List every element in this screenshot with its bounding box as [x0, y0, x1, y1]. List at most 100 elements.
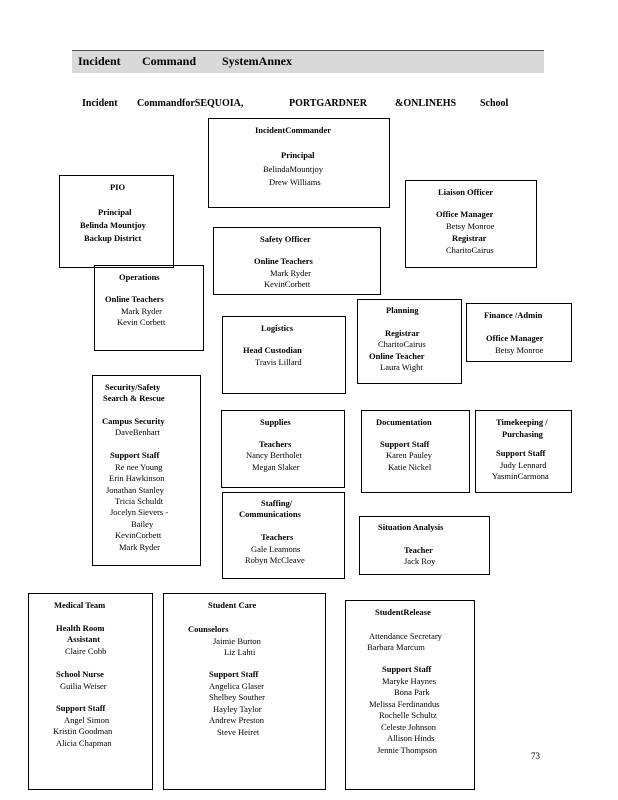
subtitle-part: School — [480, 98, 509, 109]
person-name: Judy Lennard — [500, 460, 547, 470]
security-safety-box: Security/Safety Search & Rescue Campus S… — [92, 375, 201, 566]
role-label: Attendance Secretary — [369, 631, 442, 641]
box-title: Supplies — [260, 417, 291, 427]
person-name: DaveBenhart — [115, 427, 160, 437]
box-title: Situation Analysis — [378, 522, 444, 532]
person-name: Laura Wight — [380, 362, 423, 372]
role-label: Counselors — [188, 624, 229, 634]
pio-box: PIO Principal Belinda Mountjoy Backup Di… — [59, 175, 174, 268]
box-title: StudentRelease — [375, 607, 431, 617]
staff-name: Jonathan Stanley — [106, 485, 164, 495]
box-title: Student Care — [208, 600, 257, 610]
box-title: Safety Officer — [260, 234, 311, 244]
person-name: Mark Ryder — [270, 268, 311, 278]
box-title: PIO — [110, 182, 126, 192]
person-name: Barbara Marcum — [367, 642, 425, 652]
person-name: Betsy Monroe — [495, 345, 544, 355]
person-name: Kevin Corbett — [117, 317, 166, 327]
subtitle-part: &ONLINEHS — [395, 98, 457, 109]
staff-name: Bailey — [131, 519, 154, 529]
person-name: Katie Nickel — [388, 462, 432, 472]
role-label: Support Staff — [209, 669, 259, 679]
header-bar: Incident Command SystemAnnex — [72, 50, 544, 73]
role-label: Registrar — [452, 233, 487, 243]
box-title: IncidentCommander — [255, 125, 332, 135]
header-word-system-annex: SystemAnnex — [222, 54, 293, 68]
staff-name: Alicia Chapman — [56, 738, 112, 748]
supplies-box: Supplies Teachers Nancy Bertholet Megan … — [221, 410, 345, 488]
role-label: Assistant — [67, 634, 101, 644]
staff-name: Angel Simon — [64, 715, 110, 725]
staff-name: Andrew Preston — [209, 715, 265, 725]
student-release-box: StudentRelease Attendance Secretary Barb… — [345, 600, 475, 790]
box-title: Liaison Officer — [438, 187, 494, 197]
situation-analysis-box: Situation Analysis Teacher Jack Roy — [359, 516, 490, 575]
person-name: Belinda Mountjoy — [80, 220, 146, 230]
staff-name: Re nee Young — [115, 462, 163, 472]
box-title: Search & Rescue — [103, 393, 165, 403]
box-title: Timekeeping / — [496, 417, 548, 427]
person-name: Karen Pauley — [386, 450, 433, 460]
box-title: Communications — [239, 509, 301, 519]
timekeeping-purchasing-box: Timekeeping / Purchasing Support Staff J… — [475, 410, 572, 493]
staff-name: Erin Hawkinson — [109, 473, 165, 483]
page-number: 73 — [531, 751, 540, 761]
person-name: BelindaMountjoy — [263, 164, 323, 174]
role-label: Campus Security — [102, 416, 165, 426]
staff-name: Allison Hinds — [387, 733, 435, 743]
staff-name: Maryke Haynes — [382, 676, 437, 686]
person-name: Jack Roy — [404, 556, 436, 566]
role-label: School Nurse — [56, 669, 104, 679]
person-name: Nancy Bertholet — [246, 450, 302, 460]
staff-name: Hayley Taylor — [213, 704, 262, 714]
role-label: Support Staff — [56, 703, 106, 713]
box-title: Operations — [119, 272, 160, 282]
staff-name: Kristin Goodman — [53, 726, 113, 736]
staff-name: Steve Heiret — [217, 727, 260, 737]
box-title: Logistics — [261, 323, 294, 333]
staff-name: Melissa Ferdinandus — [369, 699, 440, 709]
staff-name: Rochelle Schultz — [379, 710, 437, 720]
person-name: Megan Slaker — [252, 462, 300, 472]
box-title: Finance /Admin — [484, 310, 543, 320]
person-name: KevinCorbett — [264, 279, 311, 289]
student-care-box: Student Care Counselors Jaimie Burton Li… — [163, 593, 326, 790]
person-name: Backup District — [84, 233, 142, 243]
documentation-box: Documentation Support Staff Karen Pauley… — [361, 410, 470, 493]
liaison-officer-box: Liaison Officer Office Manager Betsy Mon… — [405, 180, 537, 268]
subtitle-part: PORTGARDNER — [289, 98, 367, 109]
staff-name: Shelbey Souther — [209, 692, 265, 702]
role-label: Office Manager — [486, 333, 544, 343]
role-label: Office Manager — [436, 209, 494, 219]
role-label: Support Staff — [382, 664, 432, 674]
staff-name: Bona Park — [394, 687, 430, 697]
staff-name: Jennie Thompson — [377, 745, 438, 755]
role-label: Support Staff — [110, 450, 160, 460]
staff-name: Angelica Glaser — [209, 681, 264, 691]
box-title: Staffing/ — [261, 498, 293, 508]
operations-box: Operations Online Teachers Mark Ryder Ke… — [94, 265, 204, 351]
role-label: Online Teachers — [254, 256, 313, 266]
role-label: Support Staff — [496, 448, 546, 458]
person-name: Guilia Weiser — [60, 681, 107, 691]
header-word-command: Command — [142, 54, 197, 68]
person-name: Liz Lahti — [224, 647, 256, 657]
staff-name: Mark Ryder — [119, 542, 160, 552]
role-label: Support Staff — [380, 439, 430, 449]
role-label: Head Custodian — [243, 345, 302, 355]
box-title: Planning — [386, 305, 419, 315]
person-name: CharitoCairus — [378, 339, 426, 349]
role-label: Online Teacher — [369, 351, 425, 361]
medical-team-box: Medical Team Health Room Assistant Clair… — [28, 593, 153, 790]
staff-name: Tricia Schuldt — [115, 496, 164, 506]
safety-officer-box: Safety Officer Online Teachers Mark Ryde… — [213, 227, 381, 295]
role-label: Principal — [281, 150, 315, 160]
header-word-incident: Incident — [78, 54, 121, 68]
person-name: Robyn McCleave — [245, 555, 305, 565]
role-label: Principal — [98, 207, 132, 217]
finance-admin-box: Finance /Admin Office Manager Betsy Monr… — [466, 303, 572, 362]
subtitle-part: CommandforSEQUOIA, — [137, 98, 244, 109]
person-name: Jaimie Burton — [213, 636, 261, 646]
role-label: Teachers — [261, 532, 294, 542]
person-name: Travis Lillard — [255, 357, 302, 367]
